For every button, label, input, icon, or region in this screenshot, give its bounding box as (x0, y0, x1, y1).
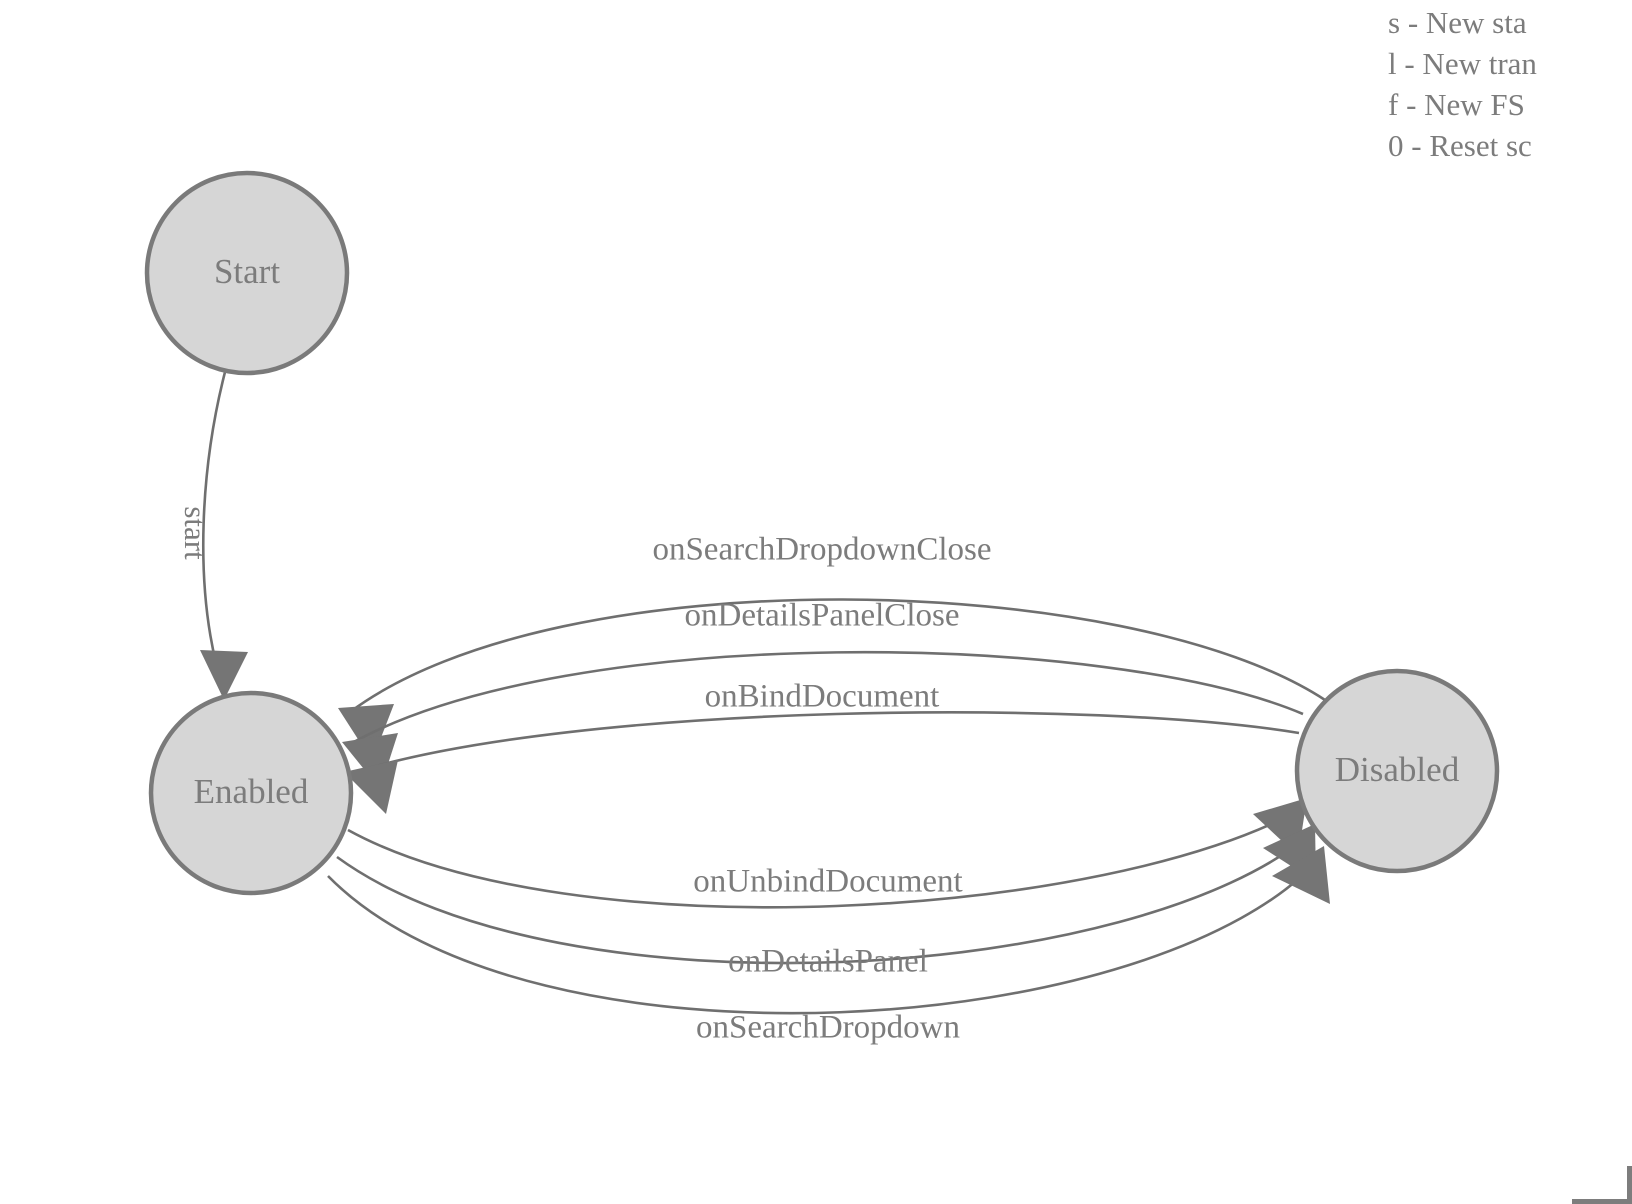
state-node-enabled[interactable]: Enabled (148, 690, 354, 896)
edge-label-onSearchDropdown: onSearchDropdown (696, 1010, 960, 1046)
state-node-start-label: Start (214, 252, 280, 291)
state-node-enabled-circle[interactable] (148, 690, 354, 896)
edge-group-onSearchDropdown[interactable] (327, 846, 1330, 1015)
state-node-disabled[interactable]: Disabled (1294, 668, 1500, 874)
state-node-start-circle[interactable] (144, 170, 350, 376)
edge-path-onDetailsPanel[interactable] (336, 831, 1314, 965)
edge-path-start[interactable] (201, 371, 227, 664)
edge-path-onSearchDropdown[interactable] (327, 855, 1323, 1015)
edge-label-onUnbindDocument: onUnbindDocument (693, 864, 962, 900)
edge-arrowhead-onSearchDropdownClose (338, 704, 394, 761)
edge-group-onDetailsPanelClose[interactable] (342, 650, 1304, 789)
help-legend: s - New sta l - New tran f - New FS 0 - … (1388, 2, 1632, 166)
edge-label-onDetailsPanelClose: onDetailsPanelClose (685, 598, 960, 634)
edge-arrowhead-start (200, 650, 248, 700)
help-legend-line-new-transition: l - New tran (1388, 46, 1537, 81)
edge-path-onDetailsPanelClose[interactable] (351, 650, 1304, 745)
edge-group-onBindDocument[interactable] (344, 711, 1300, 814)
edge-group-start-to-enabled[interactable] (200, 371, 248, 700)
edge-path-onUnbindDocument[interactable] (347, 806, 1304, 909)
edge-label-onSearchDropdownClose: onSearchDropdownClose (652, 532, 991, 568)
edge-arrowhead-onSearchDropdown (1272, 846, 1330, 904)
edge-path-onSearchDropdownClose[interactable] (349, 598, 1326, 714)
edge-path-onBindDocument[interactable] (351, 711, 1300, 775)
edge-label-start: start (178, 506, 213, 560)
help-legend-line-new-state: s - New sta (1388, 5, 1527, 40)
edge-arrowhead-onBindDocument (344, 760, 398, 814)
edge-label-onDetailsPanel: onDetailsPanel (728, 944, 928, 980)
resize-handle[interactable] (1572, 1166, 1632, 1204)
help-legend-line-reset-scale: 0 - Reset sc (1388, 128, 1532, 163)
edge-group-onSearchDropdownClose[interactable] (338, 598, 1326, 761)
state-node-start[interactable]: Start (144, 170, 350, 376)
edge-label-onBindDocument: onBindDocument (705, 679, 940, 715)
state-node-disabled-label: Disabled (1335, 750, 1460, 789)
help-legend-line-new-fsm: f - New FS (1388, 87, 1525, 122)
state-node-disabled-circle[interactable] (1294, 668, 1500, 874)
state-node-enabled-label: Enabled (194, 772, 309, 811)
